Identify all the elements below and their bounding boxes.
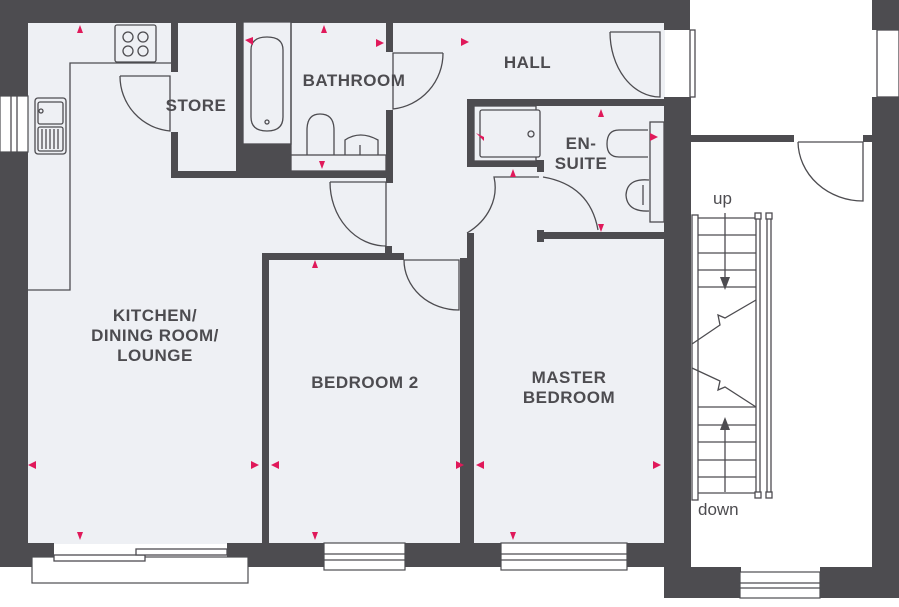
windows <box>0 29 899 599</box>
room-label-ensuite: EN- SUITE <box>554 134 608 173</box>
room-label-hall: HALL <box>503 53 552 72</box>
measurement-markers <box>28 25 661 540</box>
room-label-master-bedroom: MASTER BEDROOM <box>522 368 616 407</box>
staircase <box>691 212 773 501</box>
ensuite-fixtures <box>473 105 665 223</box>
room-label-bathroom: BATHROOM <box>302 71 406 90</box>
door-swings <box>119 31 864 311</box>
room-label-kitchen-dining-lounge: KITCHEN/ DINING ROOM/ LOUNGE <box>91 306 219 365</box>
room-label-bedroom-2: BEDROOM 2 <box>311 373 419 392</box>
stairs-up-label: up <box>713 189 732 208</box>
floor-areas <box>27 22 665 544</box>
kitchen-units <box>28 24 171 291</box>
room-label-store: STORE <box>165 96 227 115</box>
stairs-down-label: down <box>698 500 739 519</box>
